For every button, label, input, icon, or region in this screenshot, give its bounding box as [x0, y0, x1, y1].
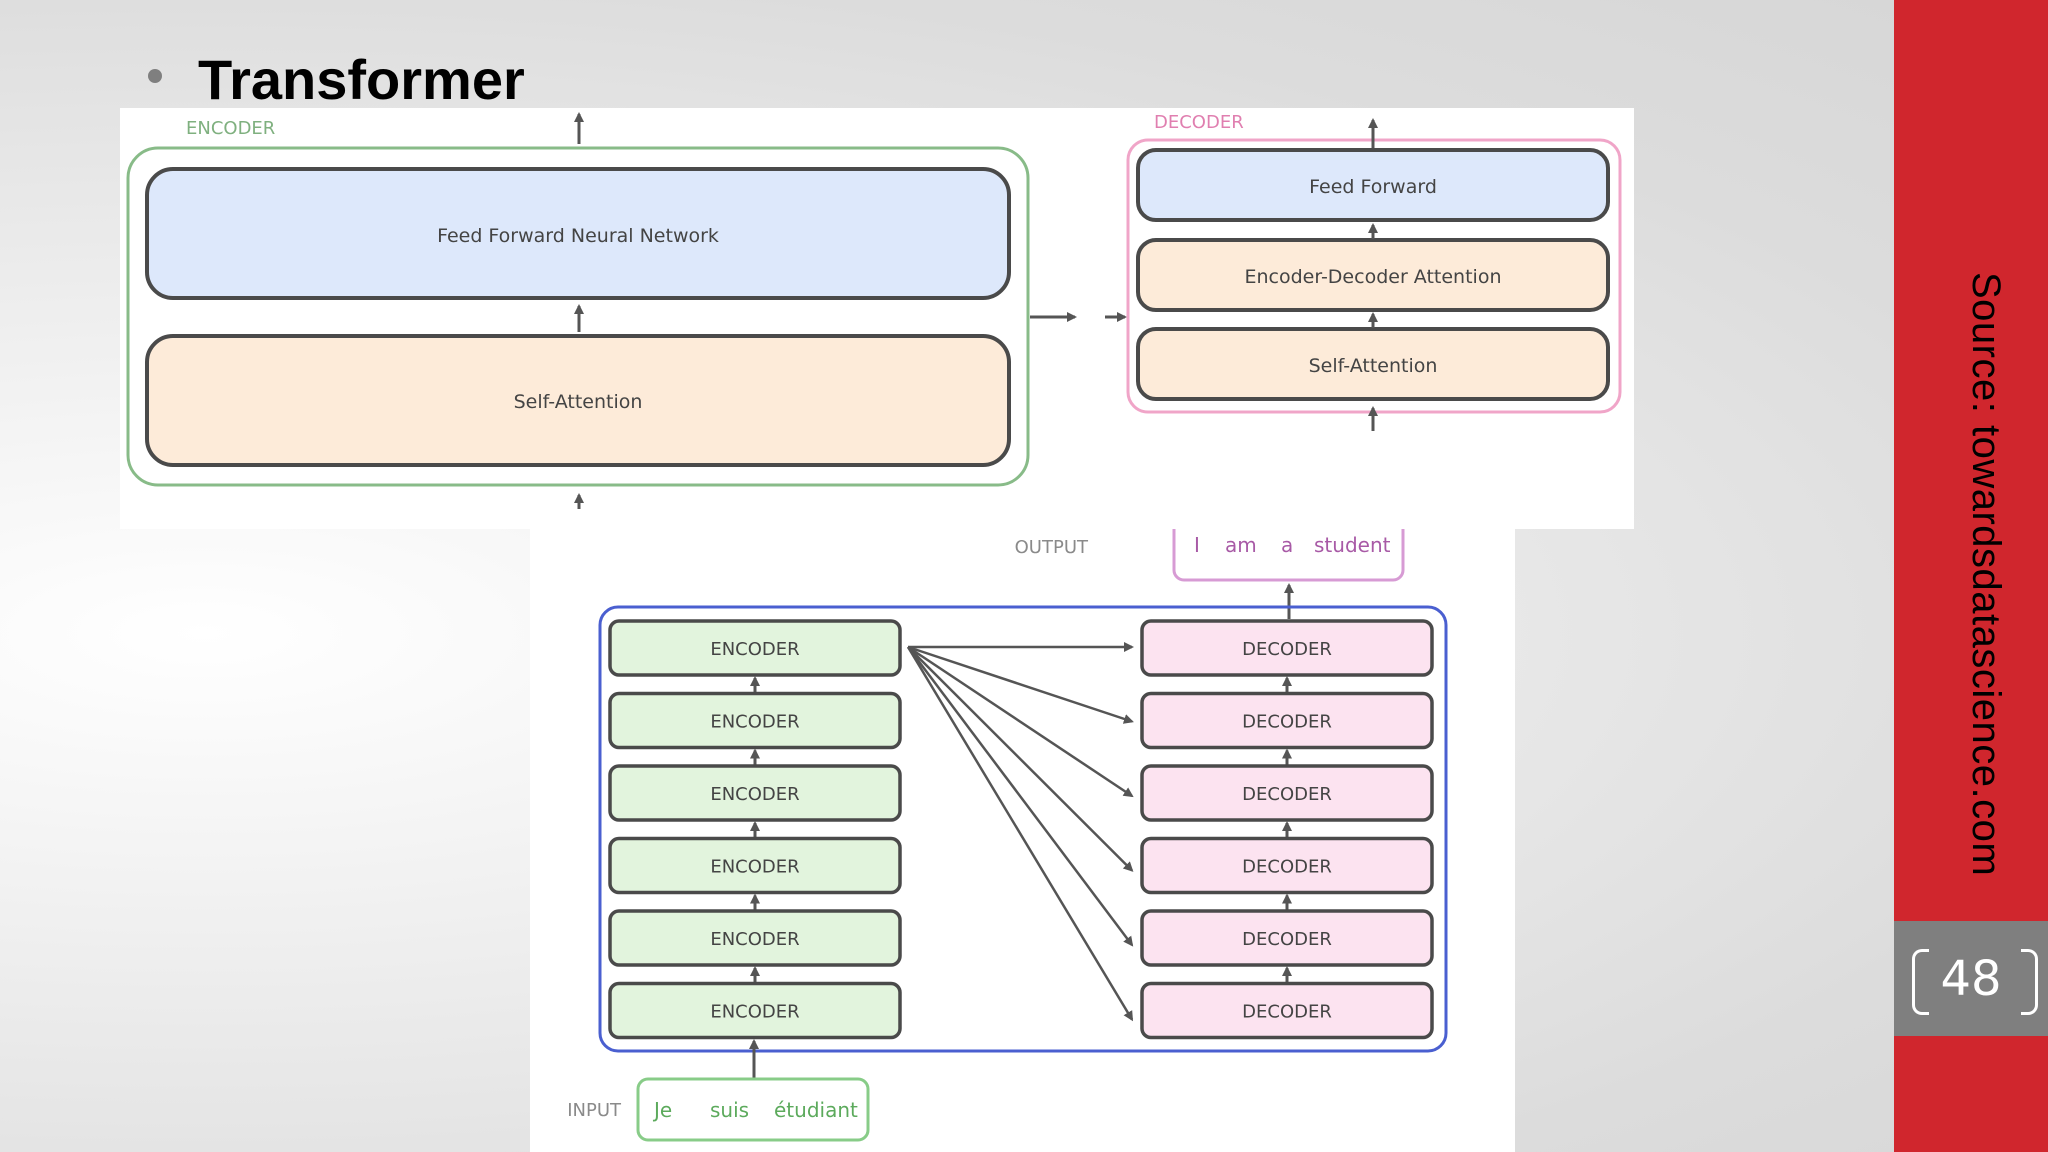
encoder-block: [608, 836, 902, 895]
input-label: INPUT: [567, 1100, 622, 1121]
encoder-block: [608, 691, 902, 750]
output-token: a: [1281, 533, 1293, 557]
decoder-block: [1140, 981, 1434, 1040]
decoder-block: [1140, 691, 1434, 750]
cross-arrows: [906, 642, 1134, 1022]
encoder-block-label: ENCODER: [710, 1002, 799, 1023]
ffn-layer-label: Feed Forward Neural Network: [437, 225, 719, 247]
encoder-block: [608, 764, 902, 822]
decoder-self-attention-box: [1136, 327, 1610, 401]
stack-frame: [598, 605, 1448, 1053]
decoder-block-label: DECODER: [1242, 929, 1332, 950]
encoder-to-decoder-arrow: [907, 646, 1134, 872]
bracket-left-icon: [1912, 949, 1929, 1015]
decoder-ffn-box: [1136, 148, 1610, 222]
decoder-block: [1140, 764, 1434, 822]
input-box: [636, 1077, 870, 1142]
bracket-right-icon: [2021, 949, 2038, 1015]
encoder-block-label: ENCODER: [710, 929, 799, 950]
output-label: OUTPUT: [1015, 537, 1089, 558]
decoder-block: [1140, 836, 1434, 895]
encoder-to-decoder-arrow: [906, 646, 1134, 1022]
encoder-to-decoder-arrow: [907, 645, 1134, 724]
slide-title-row: Transformer: [148, 44, 525, 114]
decoder-self-attention-label: Self-Attention: [1309, 355, 1438, 377]
decoder-block-label: DECODER: [1242, 1002, 1332, 1023]
decoder-block: [1140, 909, 1434, 967]
decoder-block-label: DECODER: [1242, 712, 1332, 733]
encoder-decoder-detail-diagram: ENCODER Feed Forward Neural Network Self…: [126, 112, 1622, 509]
encoder-decoder-attention-label: Encoder-Decoder Attention: [1244, 266, 1501, 288]
bullet-icon: [148, 69, 162, 83]
encoder-decoder-detail-panel: ENCODER Feed Forward Neural Network Self…: [120, 108, 1634, 529]
decoder-block-label: DECODER: [1242, 639, 1332, 660]
encoder-stack: ENCODER ENCODER ENCODER ENCODER ENCODER ENCOD…: [608, 619, 902, 1040]
decoder-block: [1140, 619, 1434, 677]
page-number: 48: [1940, 950, 2002, 1007]
encoder-frame-label: ENCODER: [186, 118, 275, 139]
encoder-decoder-stack-diagram: OUTPUT I am a student ENCODERENCODERENCO…: [567, 529, 1448, 1142]
encoder-block-label: ENCODER: [710, 712, 799, 733]
encoder-block: [608, 619, 902, 677]
encoder-block-label: ENCODER: [710, 639, 799, 660]
decoder-block-label: DECODER: [1242, 857, 1332, 878]
encoder-decoder-attention-box: [1136, 238, 1610, 312]
decoder-stack: DECODER DECODER DECODER DECODER DECODER DECOD…: [1140, 619, 1434, 1040]
encoder-to-decoder-arrow: [907, 646, 1134, 947]
encoder-block-label: ENCODER: [710, 857, 799, 878]
decoder-frame-label: DECODER: [1154, 112, 1244, 133]
source-credit: Source: towardsdatascience.com: [1964, 272, 2008, 877]
encoder-block: [608, 981, 902, 1040]
encoder-block-label: ENCODER: [710, 784, 799, 805]
encoder-frame: [126, 146, 1030, 487]
output-box: [1172, 529, 1405, 582]
output-token: am: [1225, 533, 1257, 557]
output-token: I: [1194, 533, 1200, 557]
input-token: suis: [710, 1098, 749, 1122]
output-token: student: [1314, 533, 1391, 557]
self-attention-layer-label: Self-Attention: [514, 391, 643, 413]
encoder-to-decoder-arrow: [907, 645, 1134, 798]
input-token: Je: [652, 1098, 672, 1122]
slide-title: Transformer: [198, 47, 525, 111]
ffn-layer-box: [145, 167, 1011, 300]
self-attention-layer-box: [145, 334, 1011, 467]
decoder-ffn-label: Feed Forward: [1309, 176, 1437, 198]
page-number-box: 48: [1894, 921, 2048, 1036]
encoder-block: [608, 909, 902, 967]
decoder-block-label: DECODER: [1242, 784, 1332, 805]
input-token: étudiant: [774, 1098, 858, 1122]
